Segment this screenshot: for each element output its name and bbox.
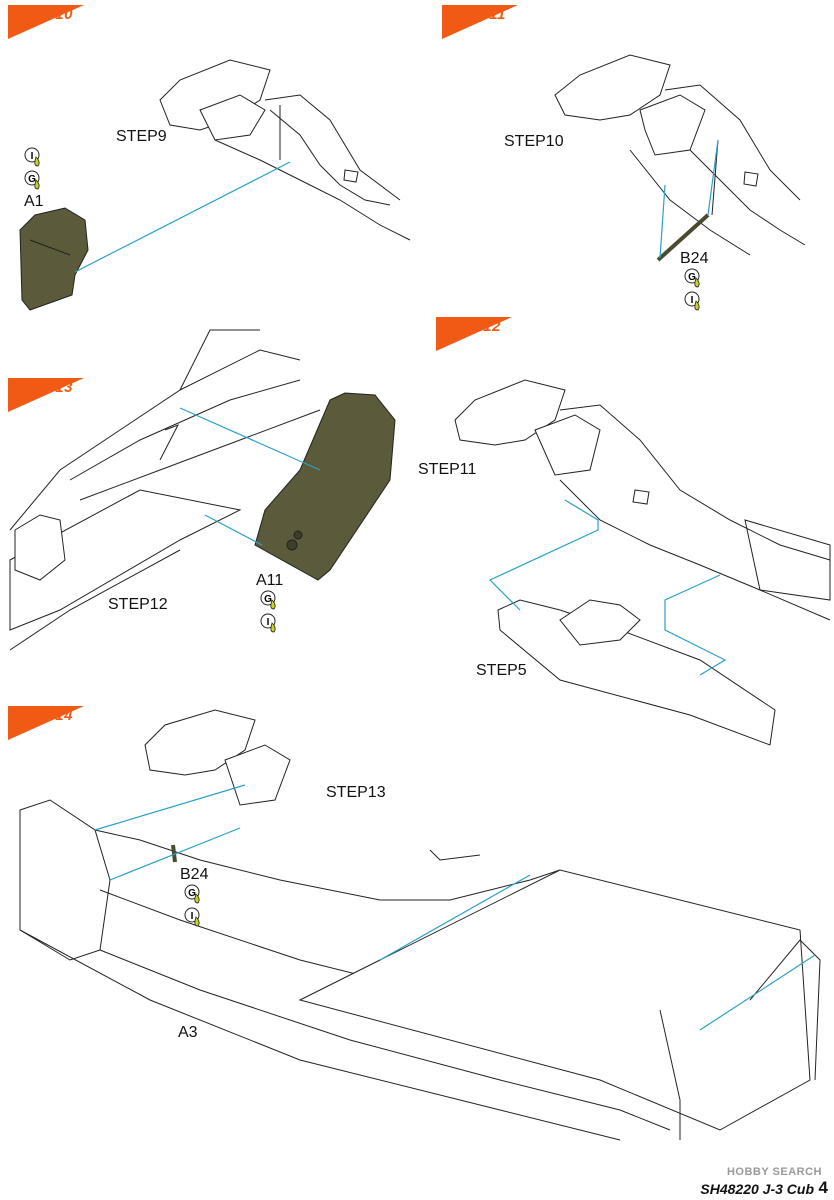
step14-banner-label: STEP 14 <box>10 707 73 724</box>
instruction-drop-icon: I <box>684 291 700 311</box>
step13-paint-icons: G I <box>260 590 280 636</box>
svg-text:G: G <box>188 888 196 899</box>
step10-paint-icons: I G <box>24 147 44 193</box>
glue-drop-icon: G <box>684 268 700 288</box>
step14-ref-label: STEP13 <box>326 784 386 801</box>
step13-ref-label: STEP12 <box>108 596 168 613</box>
glue-drop-icon: G <box>24 170 40 190</box>
step10-ref-label: STEP9 <box>116 128 167 145</box>
step12-banner: STEP 12 <box>436 317 526 351</box>
step11-paint-icons: G I <box>684 268 704 314</box>
step11-fuselage-drawing <box>554 54 806 256</box>
step13-banner-triangle <box>8 378 84 412</box>
step12-ref-a-label: STEP11 <box>418 461 477 478</box>
step13-banner: STEP 13 <box>8 378 98 412</box>
step10-banner-triangle <box>8 5 84 39</box>
svg-text:I: I <box>191 911 194 922</box>
watermark: HOBBY SEARCH <box>726 1166 822 1178</box>
step12-ref-b-label: STEP5 <box>476 662 527 679</box>
step11-part-label: B24 <box>680 250 709 267</box>
step11-banner-triangle <box>442 5 518 39</box>
step10-banner: STEP 10 <box>8 5 98 39</box>
step12-banner-triangle <box>436 317 512 351</box>
instruction-drop-icon: I <box>260 613 276 633</box>
step10-part-label: A1 <box>24 193 44 210</box>
svg-text:G: G <box>264 594 272 605</box>
svg-text:I: I <box>691 295 694 306</box>
kit-reference: SH48220 J-3 Cub <box>700 1181 814 1197</box>
step13-arrows <box>179 407 321 546</box>
step10-part-a1 <box>19 207 89 311</box>
step13-part-a11 <box>254 392 396 581</box>
svg-text:G: G <box>28 174 36 185</box>
glue-drop-icon: G <box>184 884 200 904</box>
step12-arrows <box>488 499 727 676</box>
step14-paint-icons: G I <box>184 884 204 930</box>
step10-banner-label: STEP 10 <box>10 6 73 23</box>
glue-drop-icon: G <box>260 590 276 610</box>
svg-text:G: G <box>688 272 696 283</box>
step14-banner-triangle <box>8 706 84 740</box>
step11-ref-label: STEP10 <box>504 133 564 150</box>
step11-arrows <box>659 139 719 259</box>
step11-banner: STEP 11 <box>442 5 532 39</box>
step14-arrows <box>94 784 816 1031</box>
step12-fuselage-drawing <box>454 379 831 746</box>
step14-fuselage-drawing <box>19 709 821 1141</box>
step14-part-b24 <box>171 844 177 863</box>
step11-part-b24 <box>656 213 710 262</box>
step14-part-a3-label: A3 <box>178 1024 198 1041</box>
step11-banner-label: STEP 11 <box>444 6 506 23</box>
page-number: 4 <box>818 1178 828 1197</box>
step13-fuselage-drawing <box>9 329 321 651</box>
svg-text:I: I <box>31 151 34 162</box>
step14-part-b24-label: B24 <box>180 866 209 883</box>
instruction-drop-icon: I <box>184 907 200 927</box>
step13-banner-label: STEP 13 <box>10 379 73 396</box>
step10-fuselage-drawing <box>159 59 411 241</box>
step14-banner: STEP 14 <box>8 706 98 740</box>
step12-banner-label: STEP 12 <box>438 318 501 335</box>
step13-part-label: A11 <box>256 572 284 589</box>
step10-arrow <box>74 161 291 273</box>
instruction-drop-icon: I <box>24 147 40 167</box>
svg-text:I: I <box>267 617 270 628</box>
